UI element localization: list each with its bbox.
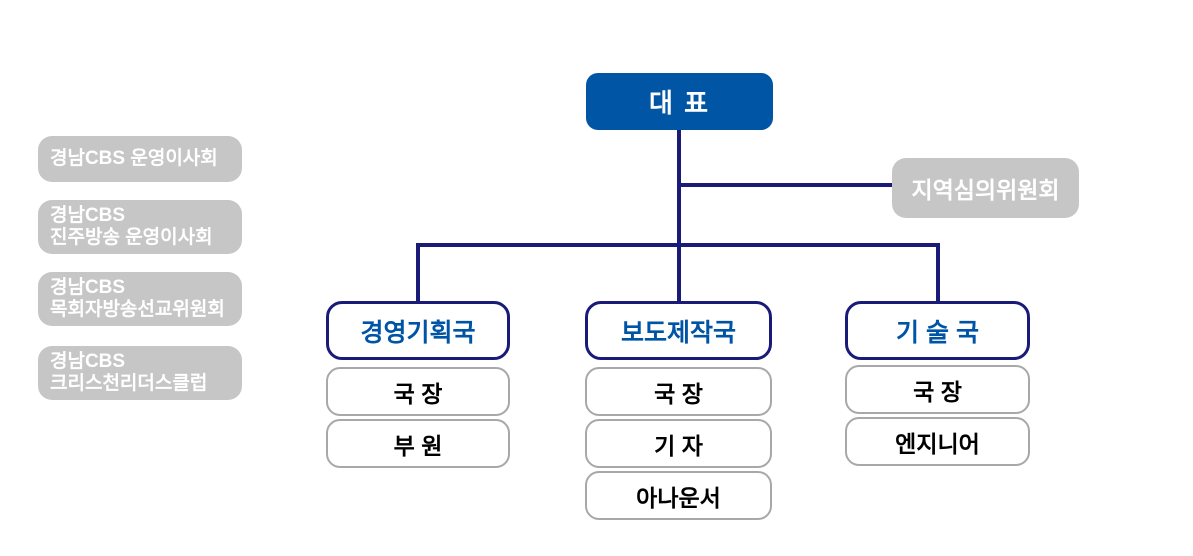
advisory-label: 지역심의위원회 bbox=[911, 177, 1060, 203]
member-label: 국 장 bbox=[393, 380, 443, 407]
committee-box-pastor-mission: 경남CBS 목회자방송선교위원회 bbox=[38, 272, 242, 326]
member-box-staff: 부 원 bbox=[326, 419, 510, 468]
dept-box-news-production: 보도제작국 bbox=[585, 301, 772, 360]
member-box-director: 국 장 bbox=[585, 367, 772, 416]
committee-box-christian-leaders: 경남CBS 크리스천리더스클럽 bbox=[38, 346, 242, 400]
committee-label-line1: 경남CBS bbox=[50, 205, 126, 226]
member-box-director: 국 장 bbox=[326, 367, 510, 416]
member-box-director: 국 장 bbox=[845, 365, 1030, 414]
connector-department-bar bbox=[416, 243, 940, 247]
connector-root-trunk bbox=[677, 129, 681, 303]
member-label: 국 장 bbox=[913, 378, 962, 405]
ceo-box: 대 표 bbox=[586, 73, 773, 130]
committee-label-line2: 목회자방송선교위원회 bbox=[50, 299, 225, 320]
advisory-box: 지역심의위원회 bbox=[892, 158, 1079, 218]
committee-label-line1: 경남CBS bbox=[50, 351, 126, 372]
dept-box-technical: 기 술 국 bbox=[845, 301, 1030, 360]
committee-label-line2: 진주방송 운영이사회 bbox=[50, 227, 213, 248]
member-box-engineer: 엔지니어 bbox=[845, 417, 1030, 466]
connector-left-drop bbox=[416, 243, 420, 303]
committee-label-line1: 경남CBS bbox=[50, 277, 126, 298]
member-label: 엔지니어 bbox=[895, 430, 980, 457]
member-label: 부 원 bbox=[393, 432, 443, 459]
member-box-announcer: 아나운서 bbox=[585, 471, 772, 520]
committee-label: 경남CBS 운영이사회 bbox=[50, 148, 218, 169]
dept-title-label: 경영기획국 bbox=[360, 318, 476, 347]
member-box-reporter: 기 자 bbox=[585, 419, 772, 468]
member-label: 국 장 bbox=[654, 380, 703, 407]
committee-label-line2: 크리스천리더스클럽 bbox=[50, 373, 208, 394]
ceo-label: 대 표 bbox=[648, 88, 711, 118]
connector-right-drop bbox=[936, 243, 940, 303]
committee-box-jinju-board: 경남CBS 진주방송 운영이사회 bbox=[38, 200, 242, 254]
dept-title-label: 기 술 국 bbox=[896, 318, 979, 347]
connector-advisory-branch bbox=[679, 183, 892, 187]
member-label: 기 자 bbox=[654, 432, 703, 459]
committee-box-operating-board: 경남CBS 운영이사회 bbox=[38, 136, 242, 182]
member-label: 아나운서 bbox=[636, 484, 721, 511]
dept-box-management-planning: 경영기획국 bbox=[326, 301, 510, 360]
dept-title-label: 보도제작국 bbox=[620, 318, 736, 347]
